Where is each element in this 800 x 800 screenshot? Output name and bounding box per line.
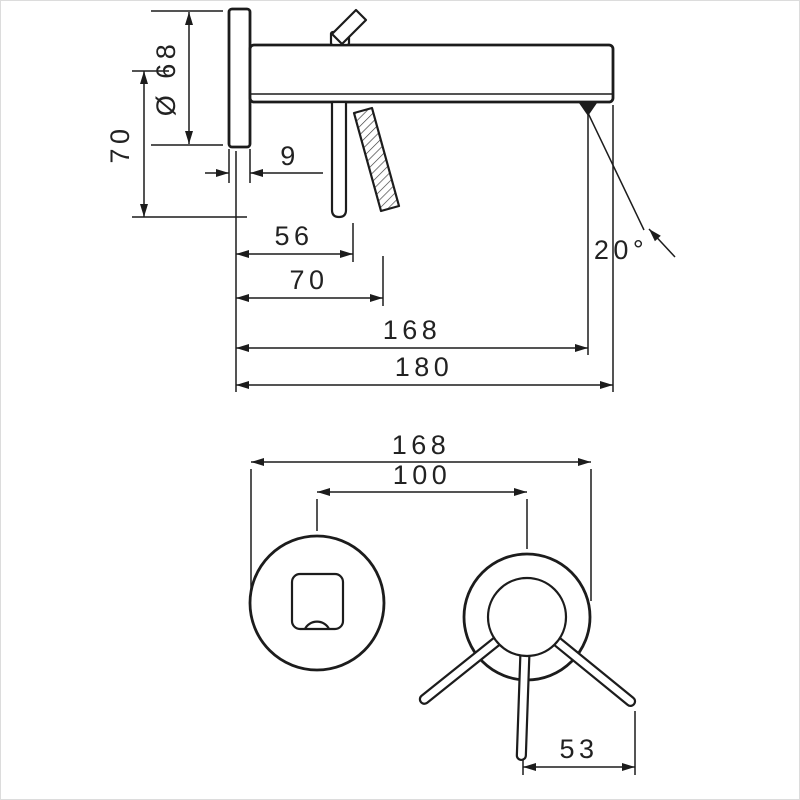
front-view [248,534,637,762]
dim-arrow [251,458,264,466]
dim-arrow [185,131,193,144]
dim-label-handle-reach: 70 [289,265,328,295]
dim-arrow [622,763,635,771]
aerator-arc [303,620,331,630]
side-view [227,7,645,231]
dim-arrow [236,294,249,302]
lever-position-left [418,635,503,705]
dim-arrow [317,488,330,496]
dim-arrow [216,169,229,177]
dim-arrow [340,250,353,258]
dim-label-handle-distance: 56 [274,221,313,251]
dim-label-lever-offset: 53 [559,734,598,764]
dim-label-hole-distance: 100 [393,460,452,490]
dim-arrow [370,294,383,302]
dim-label-aerator-distance: 168 [383,315,442,345]
lever-position-right [551,635,637,707]
dim-arrow [185,12,193,25]
dim-arrow [514,488,527,496]
dim-label-drop-height: 70 [105,124,135,163]
dim-label-escutcheon-depth: 9 [280,141,300,171]
dim-label-overall-width: 168 [392,430,451,460]
handle-knob [330,8,368,46]
aerator-tip [579,103,597,116]
dim-arrow [236,344,249,352]
spout-outlet-front [290,572,345,631]
dim-label-spout-reach: 180 [395,352,454,382]
dim-label-spray-angle: 20° [594,235,648,265]
dim-arrow [250,169,263,177]
dim-arrow [236,250,249,258]
lever-angled-position-hatched [352,106,401,213]
wall-escutcheon-side [227,7,252,149]
dim-arrow [575,344,588,352]
dim-arrow [140,71,148,84]
handle-hub-front [486,576,568,658]
dim-arrow [649,229,661,242]
dim-arrow [140,204,148,217]
dim-arrow [578,458,591,466]
spout-body [248,43,615,104]
side-view-dimensions: Ø 68 70 9 56 70 168 180 2 [105,10,676,392]
lever-down-position [330,100,348,219]
dim-arrow [236,381,249,389]
dim-label-escutcheon-diameter: Ø 68 [151,40,181,117]
front-view-dimensions: 168 100 53 [250,430,636,775]
dim-arrow [523,763,536,771]
water-stream-line [587,112,645,231]
dim-arrow [600,381,613,389]
